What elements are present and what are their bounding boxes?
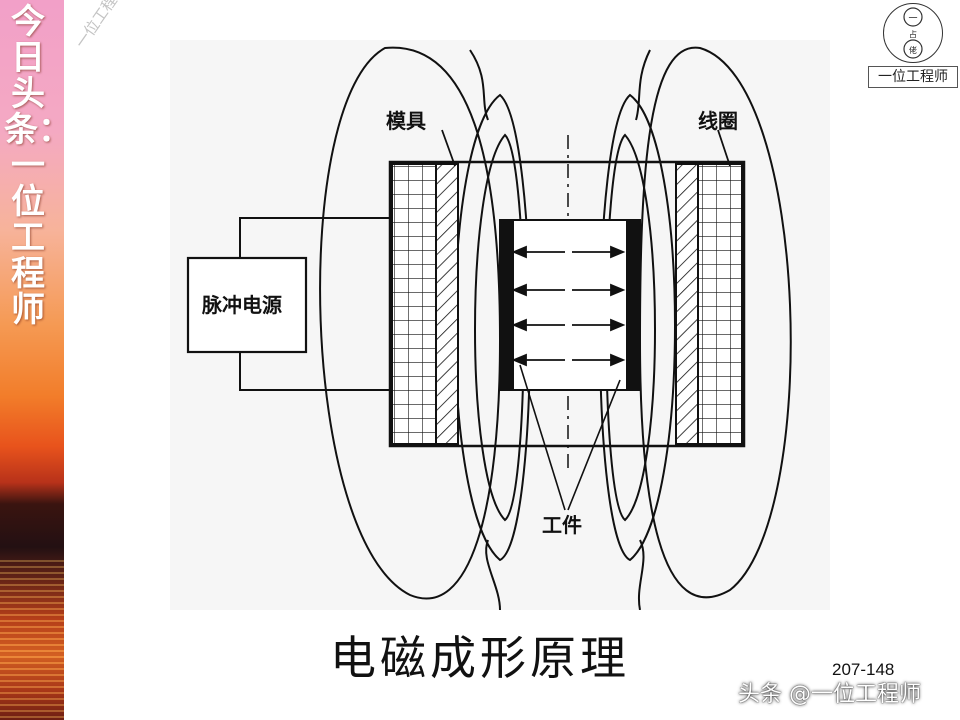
wire-bottom — [239, 352, 392, 391]
slide-caption: 电磁成形原理 — [330, 631, 630, 685]
field-line-left-1 — [454, 93, 531, 562]
diagram-canvas: 模具 线圈 脉冲电源 工件 — [186, 46, 792, 610]
leader-workpiece-1 — [519, 364, 566, 511]
field-line-left-outer — [319, 46, 502, 600]
mold-left — [435, 163, 459, 445]
logo-caption: 一位工程师 — [868, 66, 958, 88]
banner-sidebar: 今日头条：一位工程师 — [0, 0, 72, 720]
field-line-top-left — [469, 49, 489, 121]
electromagnetic-forming-diagram: 模具 线圈 脉冲电源 工件 — [170, 40, 830, 610]
banner-text: 今日头条：一位工程师 — [4, 2, 72, 330]
coil-right — [697, 163, 743, 445]
power-supply-box — [186, 256, 308, 354]
field-line-right-1 — [599, 93, 676, 562]
logo-glyph-top: 一 — [908, 14, 917, 24]
leader-coil — [717, 129, 731, 167]
workpiece-wall-right — [626, 220, 640, 390]
field-line-bottom-right — [638, 539, 645, 610]
watermark: 一位工程师 — [71, 0, 130, 52]
logo-glyph-mid: 占 — [909, 29, 917, 39]
coil-assembly-frame — [388, 160, 746, 448]
workpiece-box — [499, 219, 641, 391]
logo-seal: 一 占 佬 — [883, 3, 943, 63]
leader-workpiece-2 — [567, 379, 621, 511]
wire-top — [239, 217, 392, 258]
label-workpiece: 工件 — [542, 513, 582, 537]
sunset-reflection — [0, 560, 64, 720]
field-line-right-outer — [638, 46, 792, 599]
leader-mold — [441, 129, 456, 167]
coil-left — [391, 163, 437, 445]
label-mold: 模具 — [386, 109, 426, 133]
mold-right — [675, 163, 699, 445]
page-number: 207-148 — [832, 660, 895, 679]
field-line-top-right — [635, 49, 651, 121]
source-watermark: 头条 @一位工程师 — [738, 682, 921, 707]
logo-glyph-bottom: 佬 — [909, 45, 917, 55]
logo: 一 占 佬 一位工程师 — [868, 0, 958, 90]
label-power: 脉冲电源 — [201, 293, 282, 317]
force-arrows — [511, 245, 626, 367]
workpiece-wall-left — [500, 220, 514, 390]
label-coil: 线圈 — [698, 109, 738, 133]
logo-seal-graphic: 一 占 佬 — [903, 7, 923, 59]
field-line-bottom-left — [485, 539, 501, 610]
